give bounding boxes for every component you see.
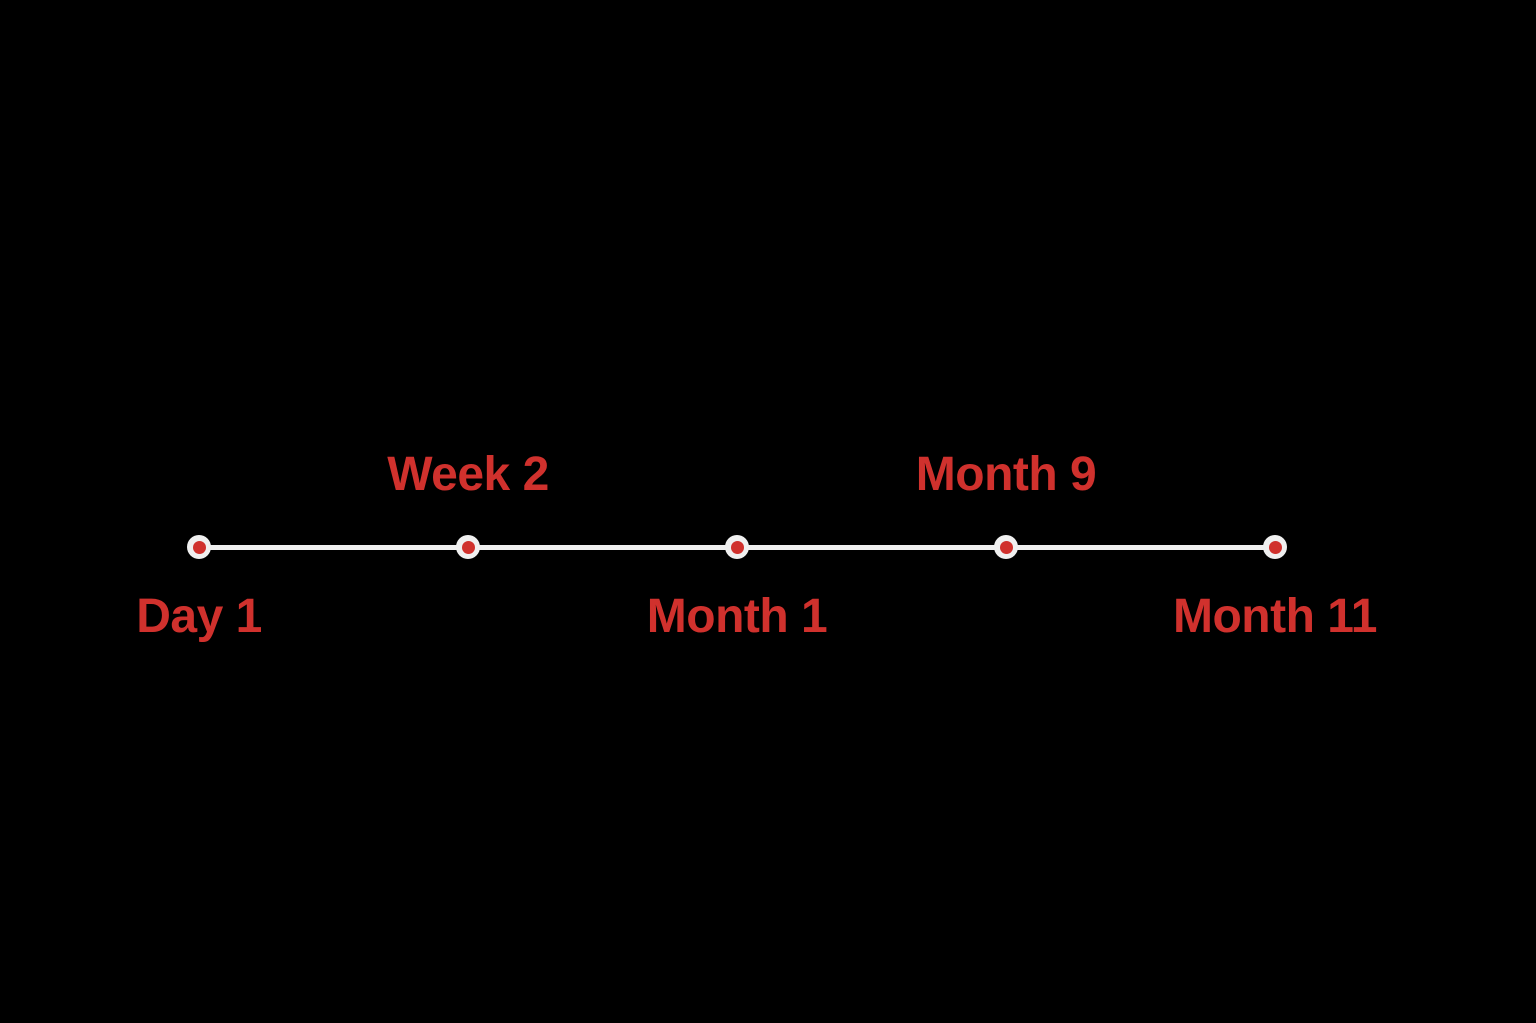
timeline-dot bbox=[994, 535, 1018, 559]
timeline-dot-center bbox=[999, 540, 1013, 554]
milestone-label: Week 2 bbox=[387, 448, 549, 501]
milestone-label: Month 1 bbox=[646, 590, 828, 643]
timeline-dot bbox=[725, 535, 749, 559]
timeline-dot bbox=[456, 535, 480, 559]
timeline-dot bbox=[1263, 535, 1287, 559]
timeline-dot-center bbox=[1268, 540, 1282, 554]
timeline-dot-center bbox=[730, 540, 744, 554]
timeline-dot-center bbox=[461, 540, 475, 554]
timeline-dot bbox=[187, 535, 211, 559]
milestone-label: Month 9 bbox=[915, 448, 1097, 501]
milestone-label: Month 11 bbox=[1172, 590, 1378, 643]
milestone-label: Day 1 bbox=[136, 590, 262, 643]
timeline-dot-center bbox=[192, 540, 206, 554]
